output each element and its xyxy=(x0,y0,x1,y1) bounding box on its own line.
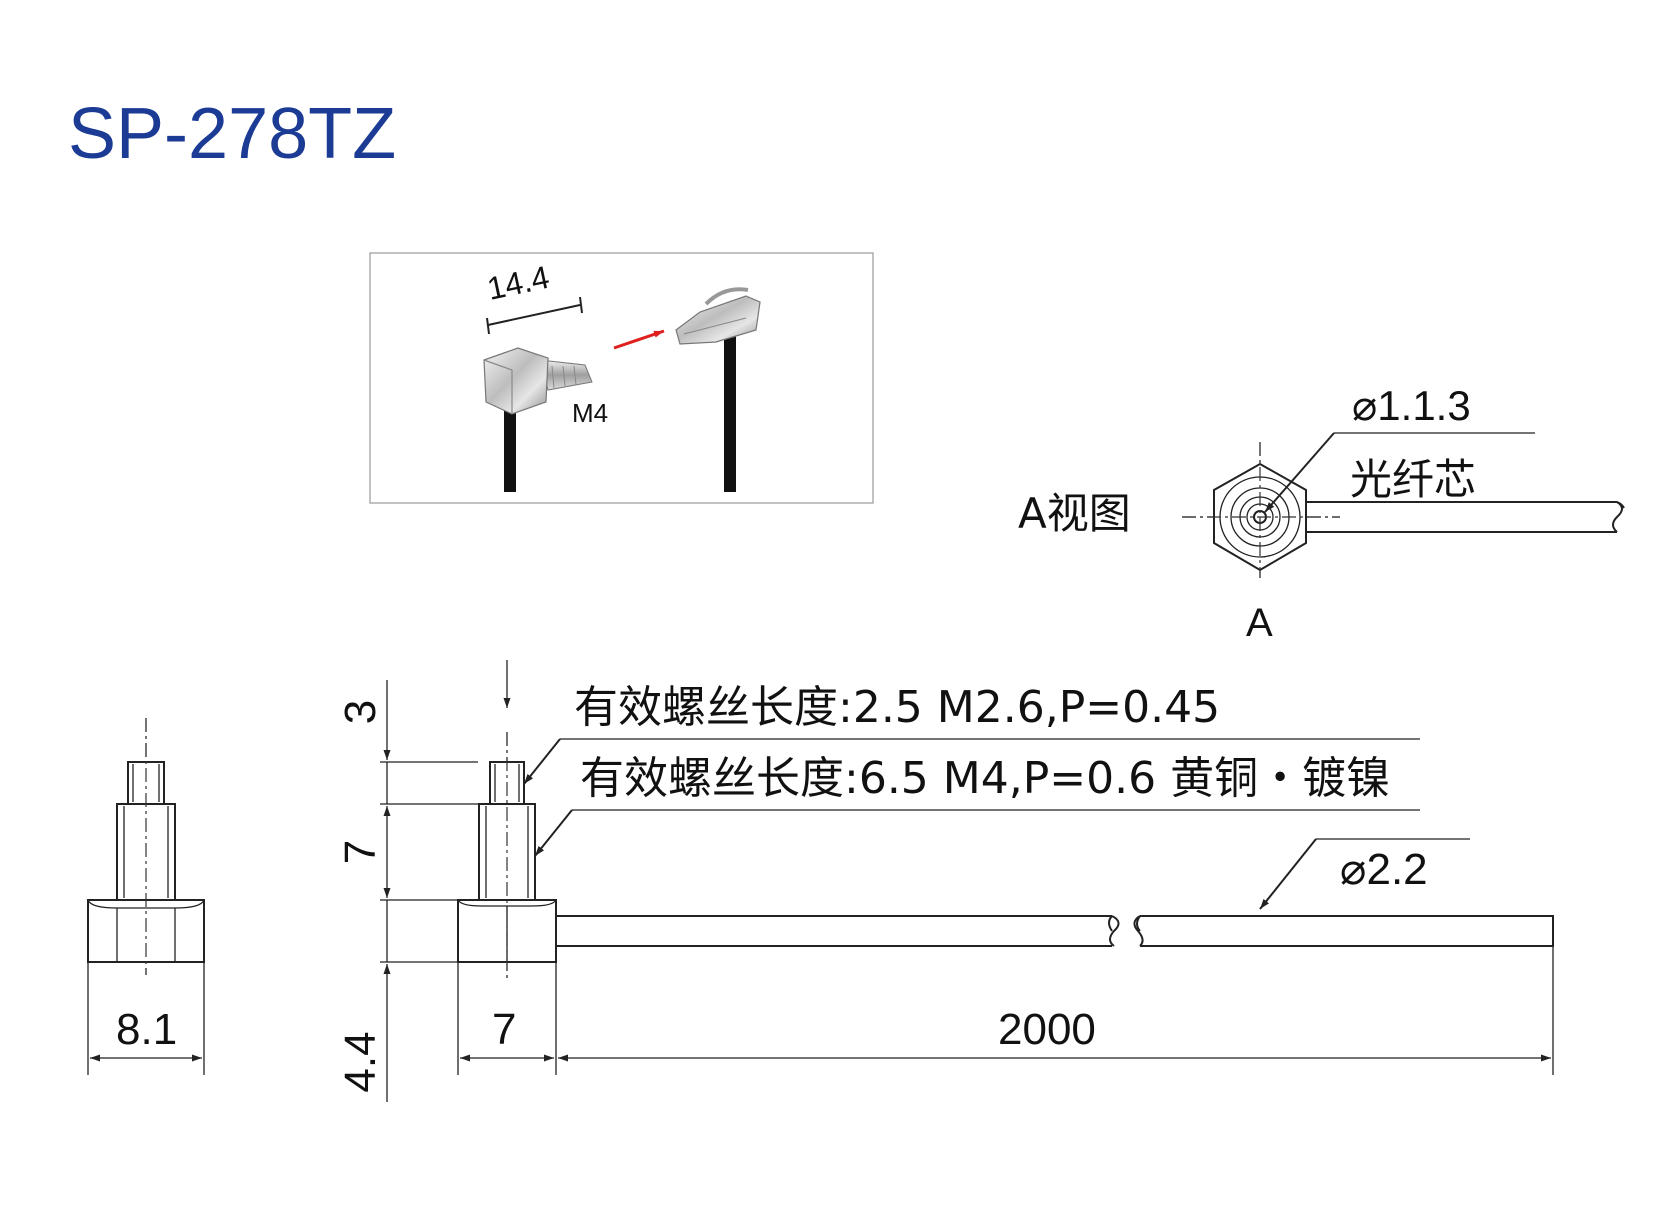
product-title: SP-278TZ xyxy=(68,94,396,174)
view-a: A视图 ⌀1.1.3 光纤芯 A xyxy=(1018,382,1625,645)
cable-length-label: 2000 xyxy=(998,1005,1096,1054)
core-diameter-label: ⌀1.1.3 xyxy=(1352,382,1471,429)
body-length-label: 7 xyxy=(336,840,385,864)
product-photo: 14.4 M4 xyxy=(369,252,874,504)
cable-diameter-label: ⌀2.2 xyxy=(1340,845,1428,894)
tip-length-label: 3 xyxy=(336,700,385,724)
hex-length-label: 4.4 xyxy=(336,1031,385,1092)
thread-tip-note: 有效螺丝长度:2.5 M2.6,P=0.45 xyxy=(574,682,1220,733)
head-width-label: 7 xyxy=(492,1005,516,1054)
core-label: 光纤芯 xyxy=(1350,455,1476,504)
front-view: 3 7 4.4 7 2000 有效螺丝长度:2.5 M2.6,P=0.45 有效… xyxy=(336,660,1554,1102)
section-marker-a: A xyxy=(1246,601,1273,645)
view-a-label: A视图 xyxy=(1018,489,1131,538)
hex-width-label: 8.1 xyxy=(116,1005,177,1054)
side-view: 8.1 xyxy=(87,718,205,1075)
photo-thread-label: M4 xyxy=(572,398,608,428)
thread-body-note: 有效螺丝长度:6.5 M4,P=0.6 黄铜・镀镍 xyxy=(580,753,1390,804)
